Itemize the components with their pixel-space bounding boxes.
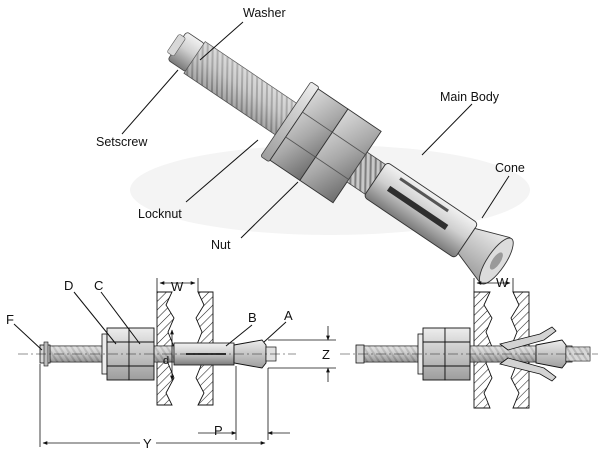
expanded-sleeve-bottom [499, 357, 557, 382]
cone-left-view [233, 339, 267, 369]
locknut-leader [185, 139, 259, 203]
w-label-left: W [171, 279, 184, 294]
setscrew-label: Setscrew [96, 135, 148, 149]
washer-label: Washer [243, 6, 286, 20]
z-label: Z [322, 347, 330, 362]
y-label: Y [143, 436, 152, 451]
cone-label: Cone [495, 161, 525, 175]
w-label-right: W [496, 275, 509, 290]
d-label: D [64, 278, 73, 293]
left-technical-drawing: W d Z D C F B A P Y [6, 278, 336, 451]
f-label: F [6, 312, 14, 327]
f-leader [13, 323, 43, 351]
expanded-sleeve-top [499, 326, 557, 351]
p-label: P [214, 423, 223, 438]
main-body-leader [421, 103, 473, 156]
a-label: A [284, 308, 293, 323]
b-label: B [248, 310, 257, 325]
right-technical-drawing: W [340, 275, 598, 409]
c-label: C [94, 278, 103, 293]
photo-illustration: Washer Main Body Setscrew Cone Locknut N… [96, 6, 530, 285]
nut-label: Nut [211, 238, 231, 252]
a-leader [263, 321, 287, 343]
locknut-label: Locknut [138, 207, 182, 221]
d-leader [73, 291, 117, 345]
d-hole-label: d [163, 355, 169, 367]
b-leader [225, 324, 253, 347]
main-body-label: Main Body [440, 90, 500, 104]
nut-leader [240, 181, 299, 239]
setscrew-leader [121, 69, 179, 135]
c-leader [100, 291, 141, 345]
washer-leader [199, 21, 244, 61]
cone-leader [481, 175, 510, 219]
